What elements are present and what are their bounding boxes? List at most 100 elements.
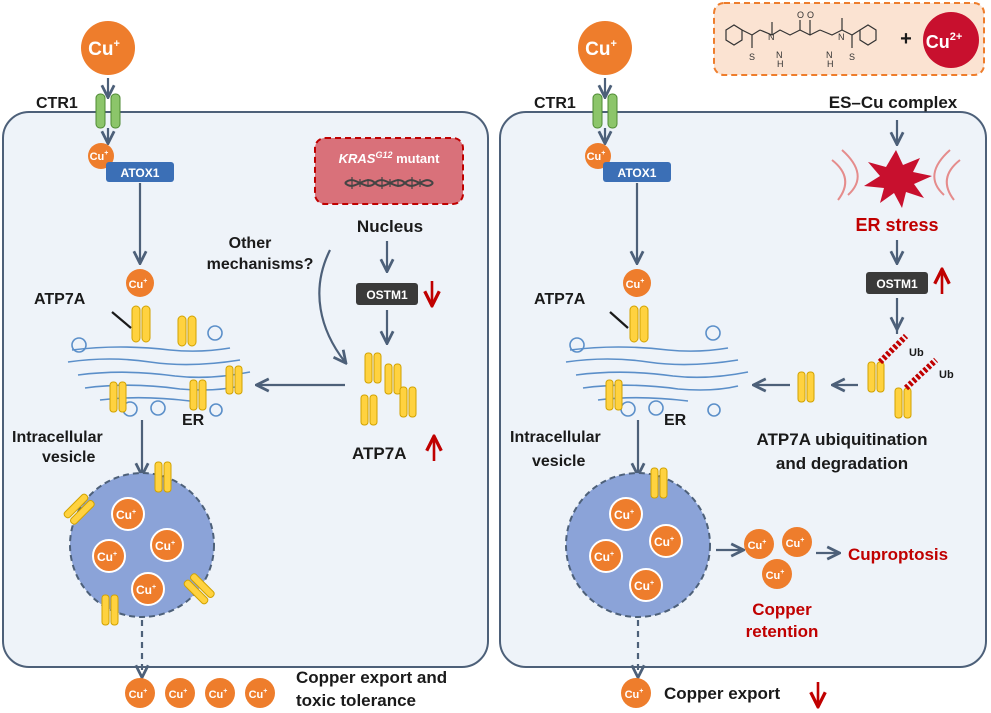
right-vesicle-atp7a-channel (650, 467, 668, 499)
svg-text:Cu+: Cu+ (129, 278, 148, 291)
svg-text:Cu+: Cu+ (155, 539, 175, 553)
right-atp7a-label: ATP7A (534, 291, 586, 308)
svg-text:H: H (777, 59, 784, 69)
svg-text:O: O (807, 10, 814, 20)
svg-text:Cu+: Cu+ (209, 688, 228, 701)
right-export-label: Copper export (664, 684, 781, 703)
left-atox1-label: ATOX1 (121, 166, 160, 180)
svg-text:N: N (768, 32, 775, 42)
retention-label-2: retention (746, 622, 819, 641)
right-cu-ion-atp7a: Cu+ (623, 269, 651, 297)
right-er-label: ER (664, 412, 687, 429)
left-cu-ion-atp7a: Cu+ (126, 269, 154, 297)
svg-text:S: S (749, 52, 755, 62)
right-cu-ion-top: Cu+ (578, 21, 632, 75)
left-vesicle-label-1: Intracellular (12, 429, 103, 446)
left-atp7a-channel (131, 305, 151, 343)
left-ostm1-box (356, 283, 418, 305)
cuproptosis-label: Cuproptosis (848, 545, 948, 564)
left-ostm1-label: OSTM1 (366, 288, 408, 302)
svg-text:N: N (776, 50, 783, 60)
left-other-label-1: Other (229, 235, 272, 252)
ubiquitination-label-2: and degradation (776, 454, 908, 473)
right-vesicle-label-1: Intracellular (510, 429, 601, 446)
right-exported-cu-ion: Cu+ (621, 678, 651, 708)
svg-text:Cu+: Cu+ (748, 539, 767, 552)
right-er-atp7a-channels (605, 379, 623, 411)
left-ctr1-transporter (95, 93, 121, 129)
left-atp7a-channel-2 (177, 315, 197, 347)
right-cell-membrane (499, 111, 987, 668)
svg-text:Cu+: Cu+ (88, 38, 120, 60)
left-exported-cu-ions: Cu+ Cu+ Cu+ Cu+ (125, 678, 275, 708)
plus-sign: + (900, 28, 912, 50)
svg-text:N: N (838, 32, 845, 42)
er-stress-burst (831, 149, 961, 208)
right-vesicle-label-2: vesicle (532, 453, 585, 470)
svg-text:Cu+: Cu+ (90, 150, 109, 163)
svg-text:Cu+: Cu+ (626, 278, 645, 291)
left-atox1-box (106, 162, 174, 182)
right-atox1-box (603, 162, 671, 182)
left-er-atp7a-channels (109, 365, 243, 413)
left-vesicle-atp7a-channels (63, 461, 215, 626)
dna-icon (344, 177, 434, 189)
left-other-label-2: mechanisms? (207, 256, 314, 273)
ubiquitination-label-1: ATP7A ubiquitination (757, 430, 928, 449)
left-other-mechanisms-arrow (318, 249, 345, 362)
right-ostm1-label: OSTM1 (876, 277, 918, 291)
right-ctr1-transporter (592, 93, 618, 129)
svg-text:Cu+: Cu+ (585, 38, 617, 60)
right-atp7a-single (797, 371, 815, 403)
right-atox1-label: ATOX1 (618, 166, 657, 180)
left-atp7a-up-label: ATP7A (352, 444, 406, 463)
right-ctr1-label: CTR1 (534, 95, 576, 112)
svg-text:N: N (826, 50, 833, 60)
left-nucleus-label: Nucleus (357, 217, 423, 236)
cu2-ion: Cu2+ (923, 12, 979, 68)
elesclomol-structure (725, 18, 877, 48)
es-cu-complex-label: ES–Cu complex (829, 93, 958, 112)
svg-text:Cu2+: Cu2+ (926, 31, 963, 52)
retention-label-1: Copper (752, 600, 812, 619)
svg-text:Cu+: Cu+ (116, 508, 136, 522)
svg-text:Cu+: Cu+ (97, 550, 117, 564)
left-kras-label: KRASG12 mutant (339, 150, 440, 166)
right-vesicle-cu-ions: Cu+ Cu+ Cu+ Cu+ (589, 497, 683, 602)
svg-text:Cu+: Cu+ (169, 688, 188, 701)
left-atp7a-cluster (360, 352, 417, 426)
left-intracellular-vesicle (69, 472, 215, 618)
svg-text:Cu+: Cu+ (625, 688, 644, 701)
left-er-golgi (67, 325, 251, 417)
svg-text:Cu+: Cu+ (654, 535, 674, 549)
right-ostm1-box (866, 272, 928, 294)
svg-text:Cu+: Cu+ (249, 688, 268, 701)
ub-label-1: Ub (909, 347, 924, 359)
svg-text:S: S (849, 52, 855, 62)
left-export-label-1: Copper export and (296, 668, 447, 687)
left-vesicle-label-2: vesicle (42, 449, 95, 466)
left-er-label: ER (182, 412, 205, 429)
left-vesicle-cu-ions: Cu+ Cu+ Cu+ Cu+ (92, 497, 184, 606)
left-cu-ion-top: Cu+ (81, 21, 135, 75)
retained-cu-ions: Cu+ Cu+ Cu+ (744, 527, 812, 589)
ubiquitinated-atp7a (867, 333, 939, 419)
svg-text:H: H (827, 59, 834, 69)
svg-text:Cu+: Cu+ (594, 550, 614, 564)
right-intracellular-vesicle (565, 472, 711, 618)
elesclomol-compound-box (713, 2, 985, 76)
er-stress-label: ER stress (855, 215, 938, 235)
left-atp7a-label: ATP7A (34, 291, 86, 308)
svg-text:Cu+: Cu+ (614, 508, 634, 522)
svg-text:O: O (797, 10, 804, 20)
svg-text:Cu+: Cu+ (634, 579, 654, 593)
svg-text:Cu+: Cu+ (587, 150, 606, 163)
svg-text:Cu+: Cu+ (766, 569, 785, 582)
right-atp7a-channel (629, 305, 649, 343)
elesclomol-atoms: S N N H O O N H N S (749, 10, 855, 69)
left-export-label-2: toxic tolerance (296, 691, 416, 710)
svg-text:Cu+: Cu+ (129, 688, 148, 701)
svg-text:Cu+: Cu+ (136, 583, 156, 597)
left-ctr1-label: CTR1 (36, 95, 78, 112)
